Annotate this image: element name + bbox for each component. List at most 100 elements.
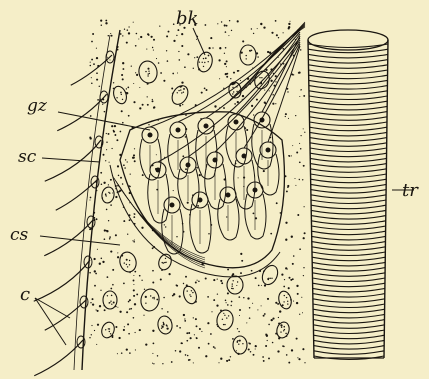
- stipple-dot: [265, 334, 266, 335]
- stipple-dot: [283, 286, 285, 288]
- stipple-dot: [178, 51, 179, 52]
- stipple-dot: [111, 35, 113, 37]
- stipple-dot: [272, 318, 274, 320]
- stipple-dot: [237, 328, 238, 329]
- stipple-dot: [236, 350, 237, 351]
- stipple-dot: [110, 33, 111, 34]
- stipple-dot: [295, 115, 296, 116]
- stipple-dot: [100, 290, 101, 291]
- stipple-dot: [129, 352, 131, 354]
- stipple-dot: [301, 297, 302, 298]
- sense-cell-cone: [190, 204, 211, 253]
- trachea-left-wall: [308, 40, 314, 358]
- sense-cell-cone: [226, 126, 247, 167]
- taenidium-ring: [309, 70, 388, 74]
- stipple-dot: [226, 216, 227, 217]
- stipple-dot: [109, 238, 111, 240]
- stipple-dot: [179, 327, 181, 329]
- stipple-dot: [272, 103, 274, 105]
- stipple-dot: [299, 314, 300, 315]
- stipple-dot: [286, 190, 288, 192]
- stipple-dot: [103, 154, 105, 156]
- stipple-dot: [241, 260, 243, 262]
- nucleus-dot: [129, 260, 130, 261]
- stipple-dot: [297, 214, 299, 216]
- stipple-dot: [182, 155, 184, 157]
- stipple-dot: [131, 65, 132, 66]
- nerve-fiber: [158, 38, 300, 162]
- stipple-dot: [133, 22, 134, 23]
- nerve-fiber: [178, 30, 300, 122]
- nucleus-dot: [224, 315, 225, 316]
- taenidium-ring: [309, 106, 387, 110]
- stipple-dot: [146, 49, 147, 50]
- stipple-dot: [264, 284, 266, 286]
- nucleus-dot: [284, 295, 285, 296]
- nucleus-dot: [226, 317, 227, 318]
- stipple-dot: [185, 168, 187, 170]
- stipple-dot: [194, 334, 195, 335]
- stipple-dot: [120, 131, 122, 133]
- stipple-dot: [250, 351, 252, 353]
- stipple-dot: [199, 61, 200, 62]
- nucleus: [169, 83, 191, 107]
- stipple-dot: [228, 35, 229, 36]
- nucleus-dot: [232, 87, 233, 88]
- stipple-dot: [287, 186, 289, 188]
- nucleus-dot: [108, 192, 109, 193]
- stipple-dot: [109, 59, 110, 60]
- stipple-dot: [199, 174, 201, 176]
- nucleus-dot: [149, 73, 150, 74]
- stipple-dot: [217, 279, 218, 280]
- stipple-dot: [113, 302, 115, 304]
- taenidium-ring: [311, 216, 386, 220]
- stipple-dot: [299, 248, 301, 250]
- nucleus-dot: [222, 319, 223, 320]
- nucleus-dot: [224, 324, 225, 325]
- stipple-dot: [126, 259, 128, 261]
- nucleus-dot: [126, 264, 127, 265]
- stipple-dot: [227, 304, 229, 306]
- stipple-dot: [166, 50, 167, 51]
- stipple-dot: [303, 237, 305, 239]
- stipple-dot: [152, 363, 153, 364]
- stipple-dot: [196, 325, 198, 327]
- stipple-dot: [145, 343, 147, 345]
- sense-cell-nucleus: [170, 203, 175, 208]
- stipple-dot: [304, 132, 305, 133]
- taenidium-ring: [309, 91, 387, 95]
- nucleus-dot: [231, 288, 232, 289]
- stipple-dot: [271, 32, 273, 34]
- stipple-dot: [94, 330, 95, 331]
- stipple-dot: [104, 111, 106, 113]
- stipple-dot: [179, 350, 181, 352]
- stipple-dot: [292, 145, 293, 146]
- stipple-dot: [196, 39, 197, 40]
- nucleus-dot: [105, 329, 106, 330]
- stipple-dot: [238, 296, 240, 298]
- stipple-dot: [281, 274, 283, 276]
- stipple-dot: [283, 346, 285, 348]
- stipple-dot: [103, 182, 105, 184]
- stipple-dot: [220, 358, 222, 360]
- stipple-dot: [93, 63, 95, 65]
- nucleus-dot: [165, 262, 166, 263]
- nucleus: [215, 309, 234, 331]
- stipple-dot: [130, 173, 131, 174]
- nucleus: [103, 291, 117, 309]
- stipple-dot: [288, 27, 290, 29]
- stipple-dot: [227, 292, 229, 294]
- stipple-dot: [158, 62, 160, 64]
- stipple-dot: [133, 154, 135, 156]
- nucleus-dot: [232, 286, 233, 287]
- stipple-dot: [168, 31, 170, 33]
- nucleus-dot: [223, 324, 224, 325]
- stipple-dot: [153, 39, 155, 41]
- stipple-dot: [263, 170, 265, 172]
- stipple-dot: [263, 360, 265, 362]
- nucleus-dot: [116, 97, 117, 98]
- nucleus-dot: [120, 92, 121, 93]
- stipple-dot: [106, 149, 107, 150]
- stipple-dot: [97, 310, 99, 312]
